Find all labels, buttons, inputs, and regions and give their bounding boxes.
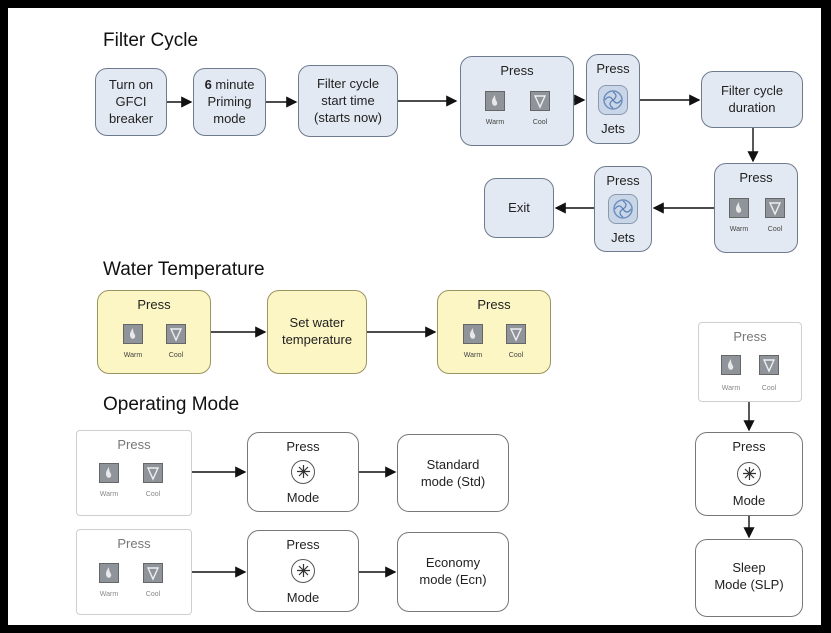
warm-icon: [123, 324, 143, 344]
mode-icon: [291, 460, 315, 484]
cool-label: Cool: [508, 352, 524, 359]
mode-press-warm-cool-2: Press Warm Cool: [76, 529, 192, 615]
mode-label: Mode: [286, 490, 320, 505]
gfci-line-1: Turn on: [108, 77, 154, 92]
diagram-canvas: Filter Cycle Water Temperature Operating…: [8, 8, 821, 625]
filter-press-jets-2: Press Jets: [594, 166, 652, 252]
press-label: Press: [500, 63, 534, 78]
press-label: Press: [286, 439, 320, 454]
flow-arrows: [167, 94, 759, 578]
warm-icon: [99, 563, 119, 583]
press-label: Press: [117, 536, 151, 551]
mode-press-mode-1: Press Mode: [247, 432, 359, 512]
warm-label: Warm: [721, 385, 741, 392]
filter-cycle-title: Filter Cycle: [103, 30, 199, 51]
mode-press-warm-cool-1: Press Warm Cool: [76, 430, 192, 516]
warm-icon: [485, 91, 505, 111]
press-label: Press: [117, 437, 151, 452]
exit-step: Exit: [484, 178, 554, 238]
start-line-1: Filter cycle: [316, 76, 380, 91]
cool-icon: [765, 198, 785, 218]
priming-line-2: Priming: [207, 94, 252, 109]
start-line-2: start time: [321, 93, 375, 108]
warm-label: Warm: [123, 352, 143, 359]
press-label: Press: [606, 173, 640, 188]
filter-duration-step: Filter cycle duration: [701, 71, 803, 128]
water-press-warm-cool-2: Press Warm Cool: [437, 290, 551, 374]
press-label: Press: [733, 329, 767, 344]
mode-press-mode-2: Press Mode: [247, 530, 359, 612]
warm-icon: [463, 324, 483, 344]
warm-label: Warm: [99, 591, 119, 598]
cool-label: Cool: [145, 491, 161, 498]
priming-line-3: mode: [213, 111, 246, 126]
standard-line-2: mode (Std): [420, 474, 486, 489]
operating-mode-title: Operating Mode: [103, 394, 240, 415]
press-label: Press: [137, 297, 171, 312]
press-label: Press: [286, 537, 320, 552]
gfci-line-3: breaker: [108, 111, 154, 126]
cool-label: Cool: [168, 352, 184, 359]
cool-icon: [530, 91, 550, 111]
priming-line-1: 6 minute: [194, 77, 265, 93]
sleep-press-mode: Press Mode: [695, 432, 803, 516]
duration-line-2: duration: [728, 100, 776, 115]
water-temperature-title: Water Temperature: [103, 259, 265, 280]
priming-minutes: 6: [204, 77, 212, 92]
warm-icon: [99, 463, 119, 483]
filter-press-warm-cool: Press Warm Cool: [460, 56, 574, 146]
press-label: Press: [596, 61, 630, 76]
set-line-2: temperature: [281, 332, 353, 347]
gfci-line-2: GFCI: [115, 94, 147, 109]
warm-label: Warm: [99, 491, 119, 498]
cool-label: Cool: [767, 226, 783, 233]
exit-label: Exit: [508, 200, 530, 215]
mode-label: Mode: [732, 493, 766, 508]
water-press-warm-cool-1: Press Warm Cool: [97, 290, 211, 374]
warm-label: Warm: [729, 226, 749, 233]
jets-icon: [598, 85, 628, 115]
set-water-temperature-step: Set water temperature: [267, 290, 367, 374]
start-line-3: (starts now): [314, 110, 382, 125]
warm-label: Warm: [463, 352, 483, 359]
press-label: Press: [739, 170, 773, 185]
cool-label: Cool: [761, 385, 777, 392]
jets-label: Jets: [611, 230, 635, 245]
sleep-mode-step: Sleep Mode (SLP): [695, 539, 803, 617]
filter-start-step: Filter cycle start time (starts now): [298, 65, 398, 137]
cool-icon: [759, 355, 779, 375]
cool-icon: [143, 563, 163, 583]
economy-mode-step: Economy mode (Ecn): [397, 532, 509, 612]
filter-press-jets: Press Jets: [586, 54, 640, 144]
warm-icon: [729, 198, 749, 218]
sleep-line-1: Sleep: [732, 560, 766, 575]
press-label: Press: [477, 297, 511, 312]
priming-step: 6 minute Priming mode: [193, 68, 266, 136]
filter-press-warm-cool-2: Press Warm Cool: [714, 163, 798, 253]
jets-icon: [608, 194, 638, 224]
cool-icon: [166, 324, 186, 344]
mode-icon: [737, 462, 761, 486]
priming-minute-word: minute: [211, 77, 255, 92]
cool-icon: [506, 324, 526, 344]
economy-line-2: mode (Ecn): [419, 572, 487, 587]
warm-label: Warm: [485, 119, 505, 126]
mode-icon: [291, 559, 315, 583]
gfci-step: Turn on GFCI breaker: [95, 68, 167, 136]
set-line-1: Set water: [289, 315, 345, 330]
cool-icon: [143, 463, 163, 483]
press-label: Press: [732, 439, 766, 454]
sleep-line-2: Mode (SLP): [714, 577, 784, 592]
cool-label: Cool: [532, 119, 548, 126]
economy-line-1: Economy: [425, 555, 481, 570]
sleep-press-warm-cool: Press Warm Cool: [698, 322, 802, 402]
jets-label: Jets: [601, 121, 625, 136]
standard-mode-step: Standard mode (Std): [397, 434, 509, 512]
standard-line-1: Standard: [426, 457, 480, 472]
mode-label: Mode: [286, 590, 320, 605]
cool-label: Cool: [145, 591, 161, 598]
duration-line-1: Filter cycle: [720, 83, 784, 98]
warm-icon: [721, 355, 741, 375]
